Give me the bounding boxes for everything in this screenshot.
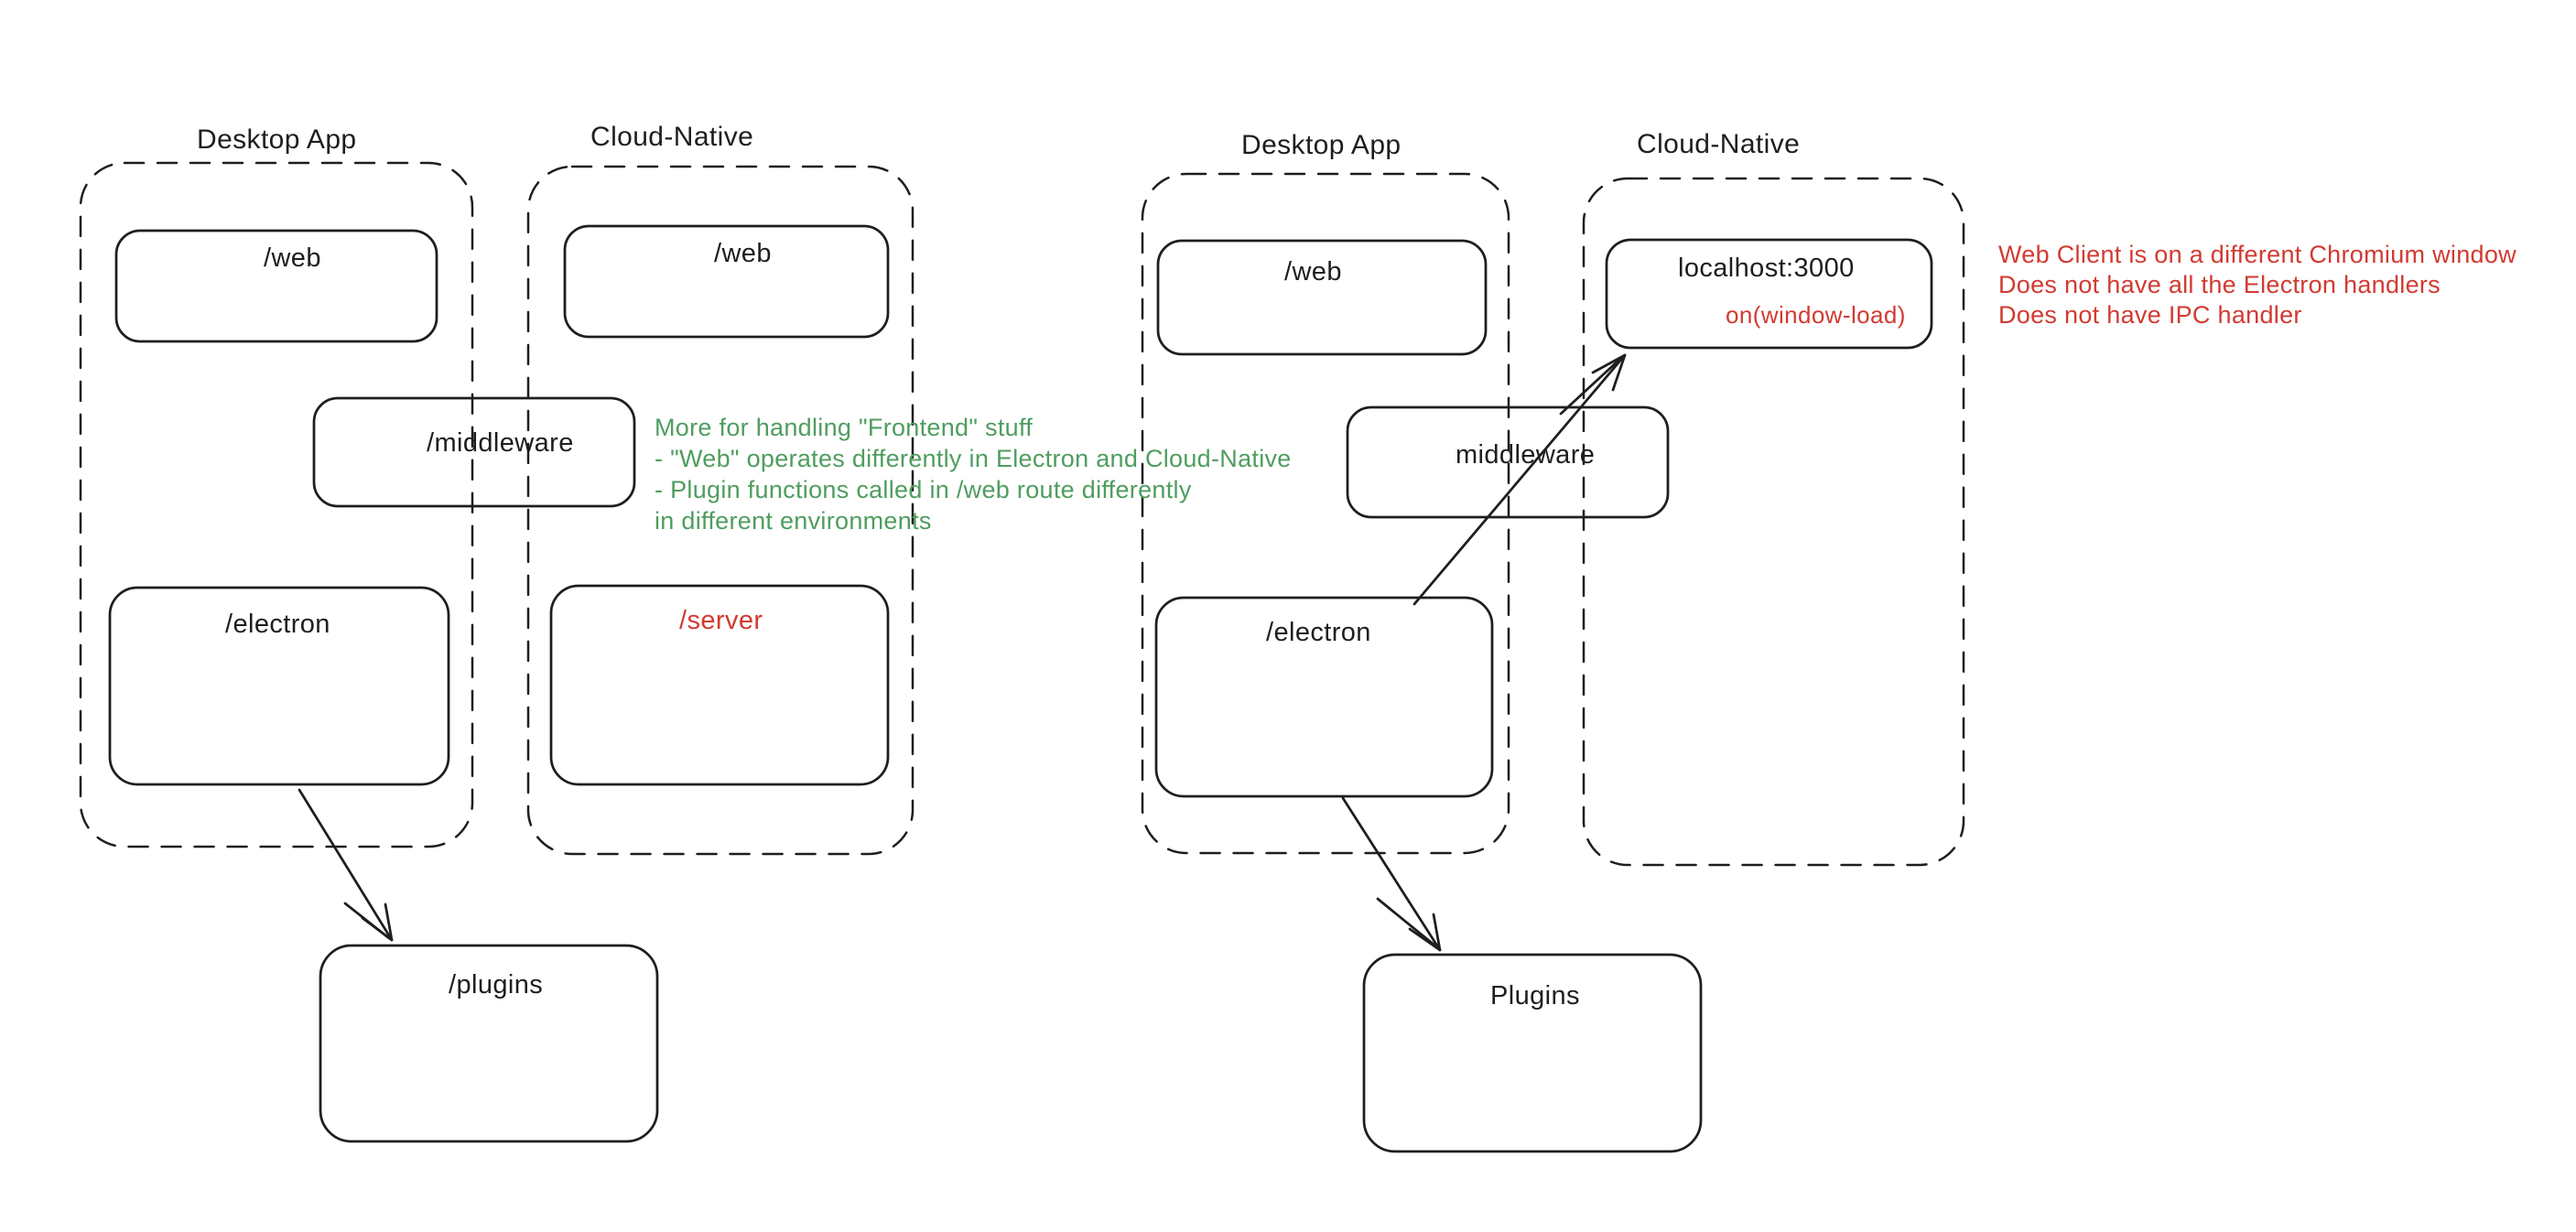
left-cloud-native-label: Cloud-Native — [590, 122, 754, 152]
green-note-line-4: in different environments — [655, 507, 932, 535]
left-electron-box — [108, 586, 450, 786]
right-web-label: /web — [1284, 257, 1342, 286]
arrow-right-electron-to-localhost — [1412, 353, 1627, 606]
left-electron-label: /electron — [225, 610, 330, 639]
right-web-box — [1156, 239, 1488, 356]
left-plugins-box — [319, 944, 659, 1143]
left-plugins-label: /plugins — [449, 970, 544, 1000]
red-note-line-1: Web Client is on a different Chromium wi… — [1998, 241, 2516, 268]
left-server-box — [549, 584, 890, 786]
left-web-cloud-box — [563, 224, 890, 339]
red-note-line-2: Does not have all the Electron handlers — [1998, 271, 2441, 298]
green-note-line-1: More for handling "Frontend" stuff — [655, 414, 1034, 441]
right-desktop-app-label: Desktop App — [1241, 130, 1402, 160]
left-server-label: /server — [679, 606, 763, 635]
right-localhost-box — [1605, 238, 1933, 350]
red-note-line-3: Does not have IPC handler — [1998, 301, 2302, 329]
red-note: Web Client is on a different Chromium wi… — [1998, 240, 2516, 330]
right-desktop-app-container — [1141, 172, 1510, 855]
right-cloud-native-label: Cloud-Native — [1637, 129, 1801, 159]
right-localhost-label: localhost:3000 — [1678, 254, 1855, 283]
right-cloud-native-container — [1582, 177, 1965, 867]
right-electron-label: /electron — [1266, 618, 1371, 647]
left-web-desktop-label: /web — [264, 243, 321, 273]
right-middleware-box — [1346, 405, 1670, 519]
arrow-right-electron-to-plugins — [1341, 796, 1442, 952]
right-on-window-load-label: on(window-load) — [1726, 301, 1906, 329]
left-desktop-app-container — [79, 161, 474, 848]
green-note-line-2: - "Web" operates differently in Electron… — [655, 445, 1292, 472]
right-plugins-label: Plugins — [1490, 981, 1580, 1010]
right-plugins-box — [1362, 953, 1703, 1153]
left-web-cloud-label: /web — [714, 239, 772, 268]
arrow-left-electron-to-plugins — [298, 788, 394, 942]
green-note: More for handling "Frontend" stuff - "We… — [655, 412, 1292, 536]
left-middleware-label: /middleware — [427, 428, 574, 458]
left-cloud-native-container — [526, 165, 915, 856]
right-middleware-label: middleware — [1456, 440, 1596, 470]
green-note-line-3: - Plugin functions called in /web route … — [655, 476, 1192, 503]
right-electron-box — [1154, 596, 1494, 798]
left-web-desktop-box — [114, 229, 438, 343]
left-middleware-box — [312, 396, 636, 508]
left-desktop-app-label: Desktop App — [197, 124, 357, 155]
